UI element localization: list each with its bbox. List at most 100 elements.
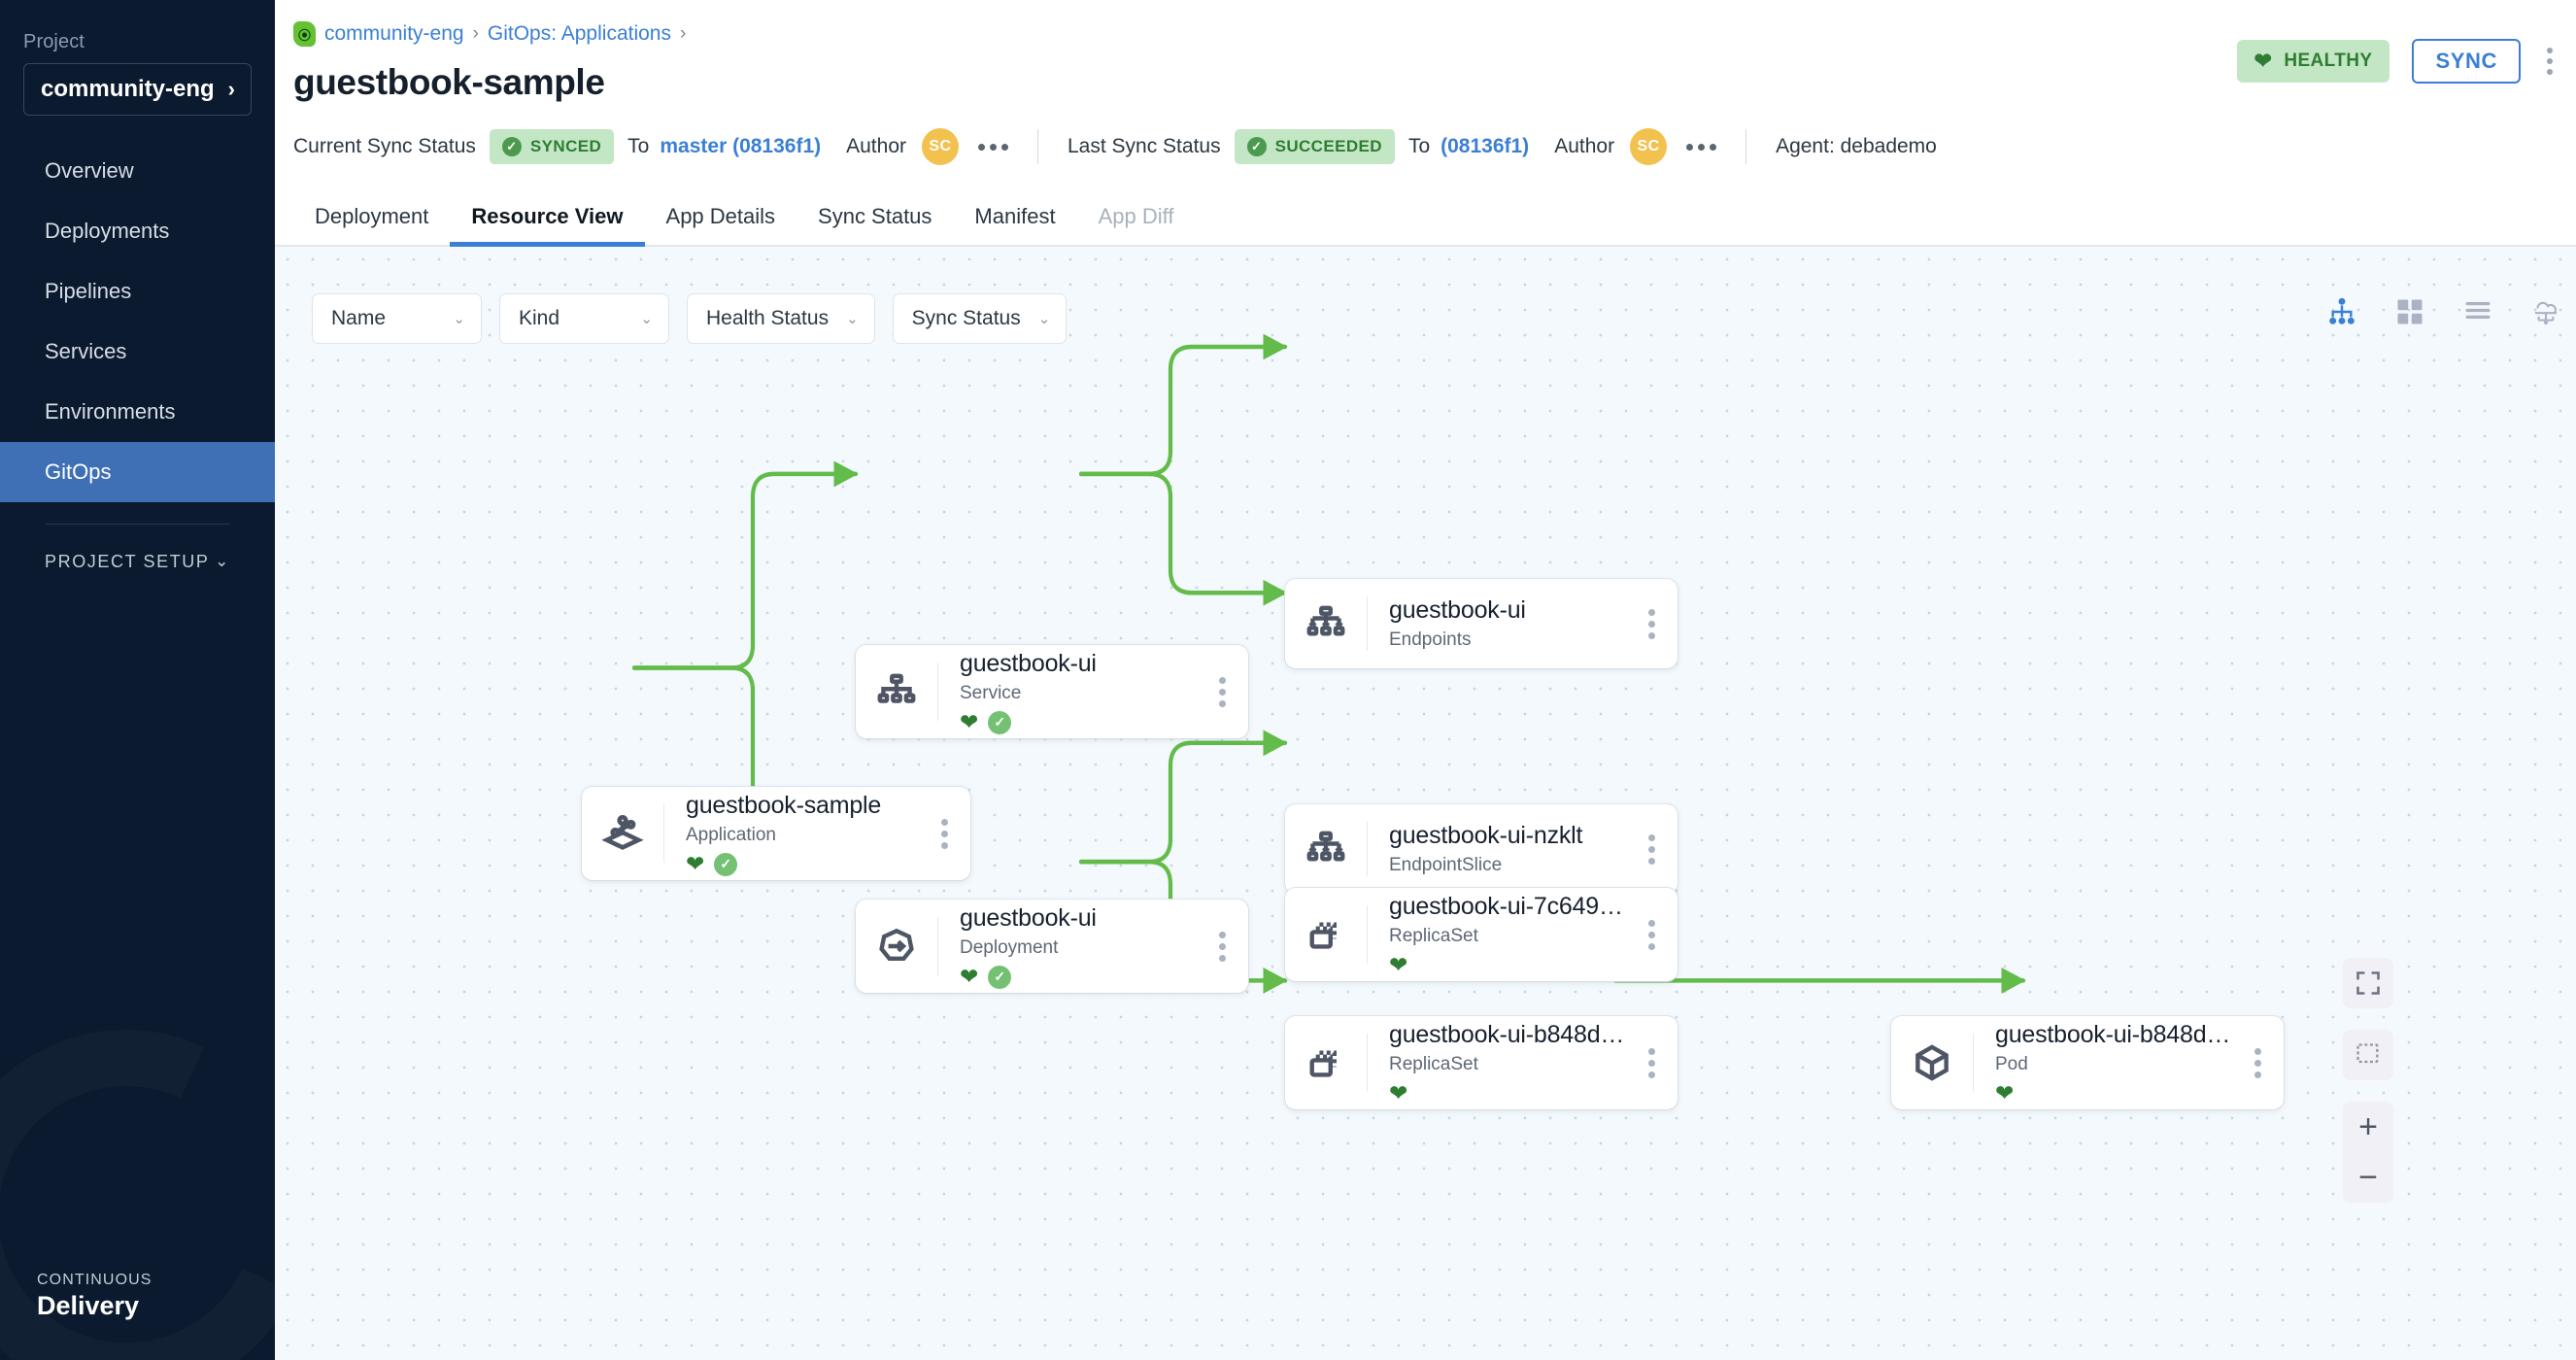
sidebar-project-setup[interactable]: PROJECT SETUP ⌄	[0, 530, 275, 593]
filter-sync-status[interactable]: Sync Status ⌄	[893, 293, 1068, 344]
node-body: guestbook-ui Endpoints	[1368, 596, 1625, 651]
node-name: guestbook-ui	[1389, 596, 1625, 625]
view-mode-toolbar	[2325, 295, 2562, 328]
health-heart-icon: ❤	[686, 853, 704, 875]
last-sync-status-badge: ✓ SUCCEEDED	[1235, 129, 1395, 164]
check-circle-icon: ✓	[502, 137, 522, 156]
sidebar-item-gitops[interactable]: GitOps	[0, 442, 275, 502]
tab-deployment[interactable]: Deployment	[293, 204, 450, 245]
harness-logo-icon: ⦿	[293, 21, 316, 47]
sidebar-item-pipelines[interactable]: Pipelines	[0, 261, 275, 322]
node-name: guestbook-ui-b848d5d9...	[1995, 1021, 2231, 1049]
graph-node-replicaset-2[interactable]: guestbook-ui-b848d5d9d ReplicaSet ❤	[1285, 1016, 1678, 1109]
health-heart-icon: ❤	[1389, 954, 1407, 976]
last-revision-link[interactable]: (08136f1)	[1441, 135, 1529, 158]
last-more-icon[interactable]	[1686, 144, 1716, 151]
graph-node-replicaset-1[interactable]: guestbook-ui-7c64987dc9 ReplicaSet ❤	[1285, 888, 1678, 981]
zoom-out-glyph: −	[2358, 1161, 2378, 1194]
current-to-label: To	[627, 135, 649, 158]
tab-bar: Deployment Resource View App Details Syn…	[275, 187, 2576, 247]
list-view-icon[interactable]	[2461, 295, 2494, 328]
grid-view-icon[interactable]	[2393, 295, 2426, 328]
filter-health-status[interactable]: Health Status ⌄	[687, 293, 875, 344]
network-view-icon[interactable]	[2529, 295, 2562, 328]
resource-graph-canvas[interactable]: Name ⌄ Kind ⌄ Health Status ⌄ Sync Statu…	[275, 247, 2576, 1360]
avatar[interactable]: SC	[922, 128, 959, 165]
sync-check-icon: ✓	[714, 853, 737, 876]
node-menu-button[interactable]	[918, 819, 970, 849]
sidebar-item-environments[interactable]: Environments	[0, 382, 275, 442]
filter-kind[interactable]: Kind ⌄	[499, 293, 669, 344]
filter-name[interactable]: Name ⌄	[312, 293, 482, 344]
node-name: guestbook-ui	[960, 904, 1196, 933]
vertical-dots-icon[interactable]	[2543, 44, 2557, 79]
graph-node-application[interactable]: guestbook-sample Application ❤ ✓	[582, 787, 970, 880]
brand-top-label: CONTINUOUS	[37, 1272, 275, 1289]
filter-kind-label: Kind	[519, 307, 559, 330]
sidebar-divider	[45, 524, 230, 525]
health-heart-icon: ❤	[960, 966, 978, 988]
node-badges: ❤	[1389, 954, 1625, 976]
zoom-out-icon[interactable]: −	[2343, 1152, 2393, 1203]
endpointslice-icon	[1285, 828, 1367, 870]
sidebar-nav: Overview Deployments Pipelines Services …	[0, 141, 275, 502]
sidebar-item-services[interactable]: Services	[0, 322, 275, 382]
zoom-in-glyph: +	[2358, 1110, 2378, 1143]
current-revision-link[interactable]: master (08136f1)	[660, 135, 821, 158]
healthy-label: HEALTHY	[2284, 51, 2372, 72]
fit-screen-icon[interactable]	[2343, 958, 2393, 1008]
tab-manifest[interactable]: Manifest	[953, 204, 1076, 245]
node-menu-button[interactable]	[1625, 834, 1678, 865]
filter-name-label: Name	[331, 307, 386, 330]
node-menu-button[interactable]	[1625, 609, 1678, 639]
sidebar-item-overview[interactable]: Overview	[0, 141, 275, 201]
tab-resource-view[interactable]: Resource View	[450, 204, 644, 245]
filter-bar: Name ⌄ Kind ⌄ Health Status ⌄ Sync Statu…	[312, 293, 1067, 344]
node-kind: EndpointSlice	[1389, 855, 1625, 876]
graph-node-service[interactable]: guestbook-ui Service ❤ ✓	[856, 645, 1248, 738]
node-body: guestbook-ui Service ❤ ✓	[938, 650, 1196, 734]
health-heart-icon: ❤	[960, 711, 978, 733]
chevron-right-icon: ›	[228, 79, 235, 100]
endpoints-icon	[1285, 602, 1367, 645]
zoom-in-icon[interactable]: +	[2343, 1102, 2393, 1152]
node-menu-button[interactable]	[1196, 677, 1248, 707]
tab-sync-status[interactable]: Sync Status	[797, 204, 953, 245]
graph-node-endpointslice[interactable]: guestbook-ui-nzklt EndpointSlice	[1285, 804, 1678, 894]
tree-view-icon[interactable]	[2325, 295, 2358, 328]
current-more-icon[interactable]	[978, 144, 1008, 151]
project-selector[interactable]: community-eng ›	[23, 63, 252, 116]
node-menu-button[interactable]	[1196, 932, 1248, 962]
node-menu-button[interactable]	[1625, 920, 1678, 950]
graph-node-deployment[interactable]: guestbook-ui Deployment ❤ ✓	[856, 900, 1248, 993]
zoom-in-out-group: + −	[2343, 1102, 2393, 1203]
select-area-icon[interactable]	[2343, 1030, 2393, 1080]
node-name: guestbook-ui-b848d5d9d	[1389, 1021, 1625, 1049]
node-badges: ❤ ✓	[960, 966, 1196, 989]
node-badges: ❤ ✓	[960, 711, 1196, 734]
project-name: community-eng	[41, 76, 215, 103]
tab-app-details[interactable]: App Details	[645, 204, 797, 245]
node-body: guestbook-ui-nzklt EndpointSlice	[1368, 822, 1625, 876]
breadcrumb-link-applications[interactable]: GitOps: Applications	[488, 22, 671, 46]
pod-icon	[1891, 1041, 1973, 1084]
service-icon	[856, 670, 937, 713]
node-name: guestbook-ui-7c64987dc9	[1389, 893, 1625, 921]
filter-sync-status-label: Sync Status	[912, 307, 1021, 330]
graph-node-pod[interactable]: guestbook-ui-b848d5d9... Pod ❤	[1891, 1016, 2284, 1109]
breadcrumb-link-project[interactable]: community-eng	[324, 22, 464, 46]
node-menu-button[interactable]	[1625, 1048, 1678, 1078]
node-kind: ReplicaSet	[1389, 1054, 1625, 1075]
avatar[interactable]: SC	[1630, 128, 1667, 165]
sync-button[interactable]: SYNC	[2412, 39, 2521, 84]
breadcrumb-separator: ›	[680, 23, 686, 45]
sidebar-item-deployments[interactable]: Deployments	[0, 201, 275, 261]
replicaset-icon	[1285, 913, 1367, 956]
page-title: guestbook-sample	[275, 62, 2576, 103]
graph-node-endpoints[interactable]: guestbook-ui Endpoints	[1285, 579, 1678, 668]
node-name: guestbook-ui-nzklt	[1389, 822, 1625, 850]
node-menu-button[interactable]	[2231, 1048, 2284, 1078]
sync-status-row: Current Sync Status ✓ SYNCED To master (…	[275, 103, 2576, 187]
current-author-label: Author	[846, 135, 906, 158]
node-badges: ❤	[1389, 1082, 1625, 1105]
